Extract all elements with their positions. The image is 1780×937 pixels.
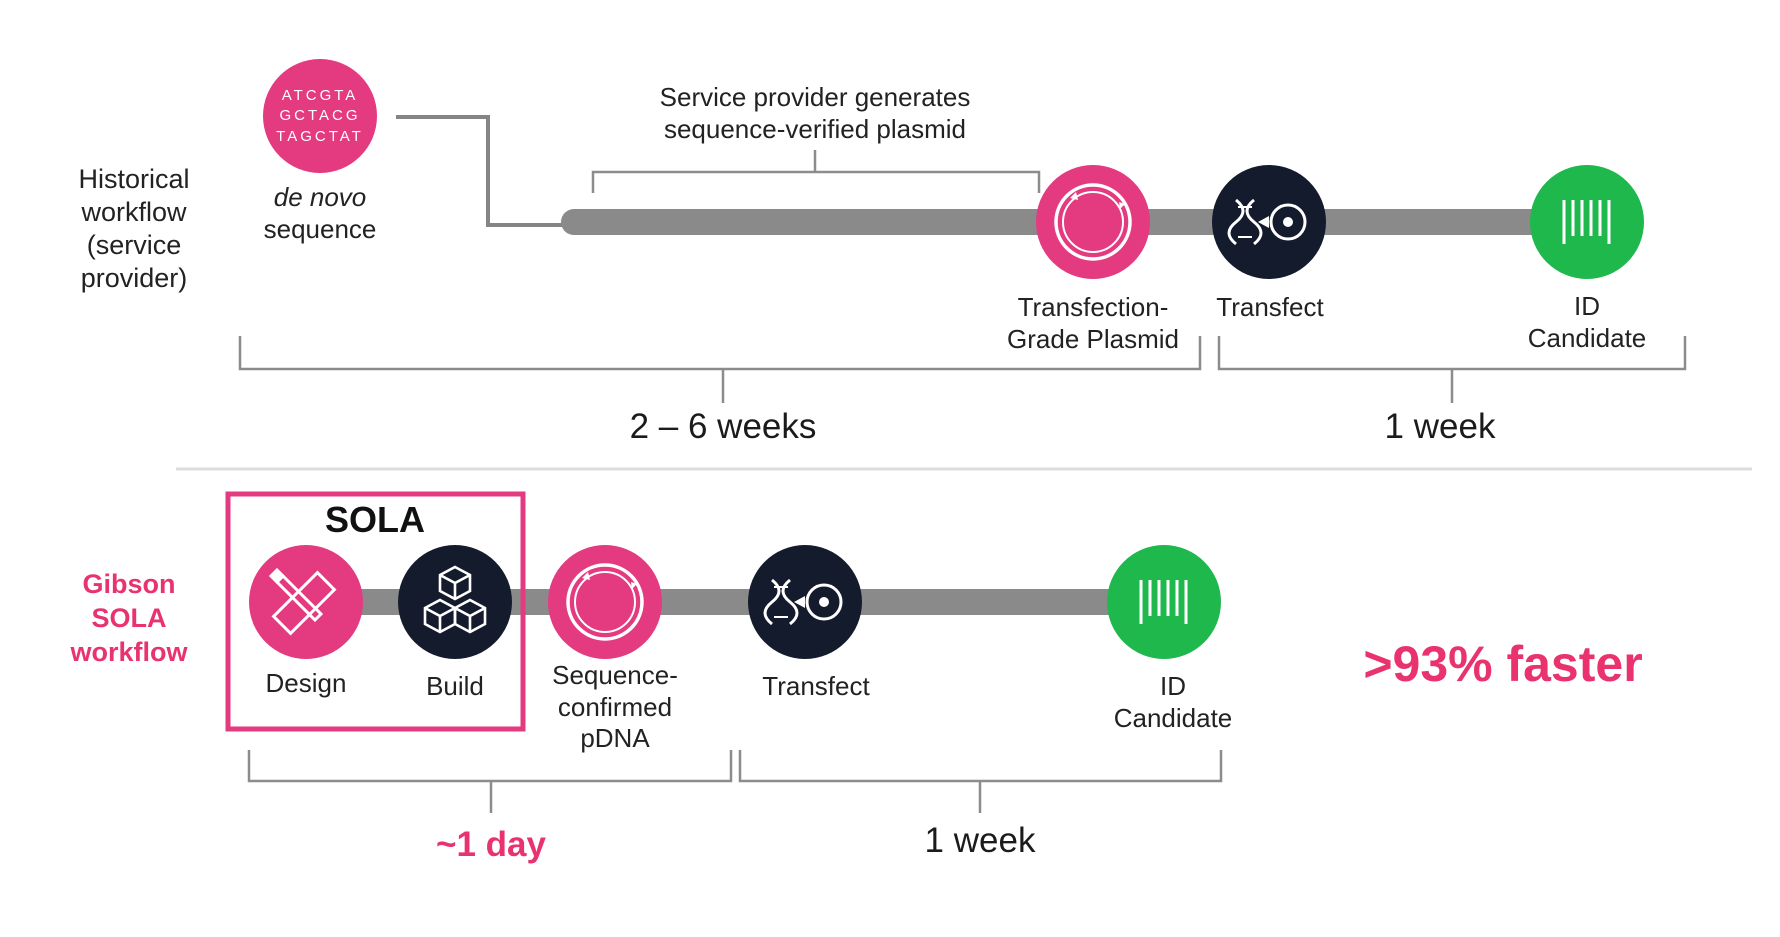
dna-sequence-icon <box>263 59 377 173</box>
gibson-workflow-label: Gibson SOLA workflow <box>70 569 188 667</box>
plasmid-icon <box>548 545 662 659</box>
pencil-ruler-icon <box>249 545 363 659</box>
dna-sequence-text: ATCGTA GCTACG TAGCTAT <box>276 87 364 145</box>
sola-box <box>225 491 526 732</box>
sequence-confirmed-pdna-label: Sequence- confirmed pDNA <box>552 660 678 754</box>
barcode-icon <box>1530 165 1644 279</box>
gibson-duration-week: 1 week <box>924 821 1036 860</box>
transfect-icon <box>748 545 862 659</box>
dna-connector-line <box>396 115 568 227</box>
sola-title: SOLA <box>324 499 425 540</box>
historical-candidate-label: ID Candidate <box>1527 291 1647 353</box>
historical-duration-weeks: 2 – 6 weeks <box>629 407 817 446</box>
transfection-grade-plasmid-label: Transfection- Grade Plasmid <box>1007 292 1179 354</box>
cubes-icon <box>398 545 512 659</box>
gibson-candidate-label: ID Candidate <box>1113 671 1233 733</box>
build-label: Build <box>426 671 484 701</box>
de-novo-sequence-label: de novo sequence <box>263 182 377 244</box>
historical-bracket-2 <box>1217 336 1687 403</box>
design-label: Design <box>265 668 347 698</box>
gibson-bracket-2 <box>738 750 1223 813</box>
faster-callout: >93% faster <box>1363 636 1643 692</box>
gibson-duration-day: ~1 day <box>436 825 546 864</box>
service-provider-bracket <box>591 150 1041 193</box>
gibson-transfect-label: Transfect <box>762 671 870 701</box>
historical-duration-week: 1 week <box>1384 407 1496 446</box>
barcode-icon <box>1107 545 1221 659</box>
gibson-bracket-1 <box>247 750 733 813</box>
service-provider-note: Service provider generates sequence-veri… <box>659 82 971 144</box>
historical-bracket-1 <box>238 336 1202 403</box>
transfect-icon <box>1212 165 1326 279</box>
plasmid-icon <box>1036 165 1150 279</box>
historical-transfect-label: Transfect <box>1216 292 1324 322</box>
historical-workflow-label: Historical workflow (service provider) <box>78 164 190 293</box>
